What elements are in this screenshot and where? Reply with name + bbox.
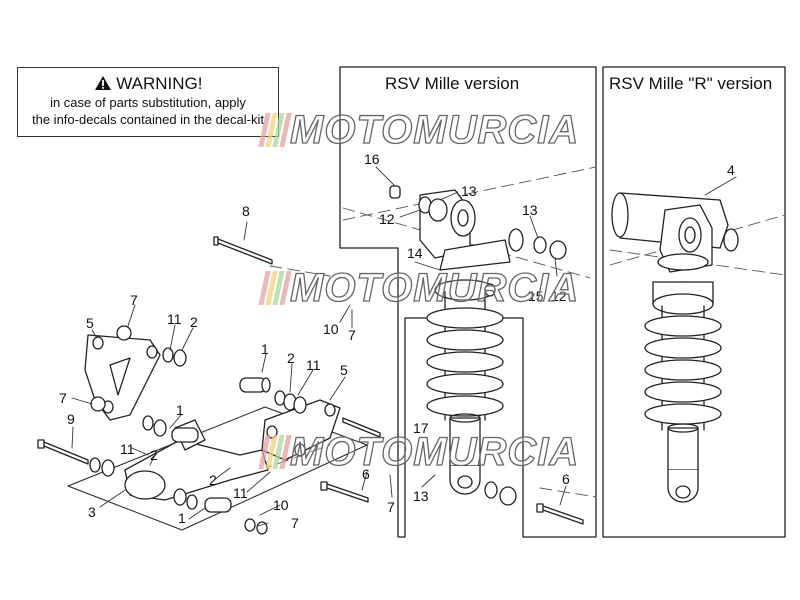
callout-label: 11: [306, 357, 321, 373]
callout-label: 10: [273, 497, 289, 513]
watermark-stripes: [258, 113, 292, 147]
warning-triangle-icon: [94, 76, 111, 90]
callout-label: 13: [522, 202, 538, 218]
callout-label: 1: [176, 402, 184, 418]
callout-label: 13: [461, 183, 477, 199]
callout-label: 6: [362, 466, 370, 482]
callout-label: 16: [364, 151, 380, 167]
callout-label: 12: [551, 288, 567, 304]
callout-label: 4: [727, 162, 735, 178]
motomurcia-watermark: MOTOMURCIA: [258, 108, 580, 152]
callout-label: 3: [88, 504, 96, 520]
warning-title-row: WARNING!: [18, 74, 278, 94]
warning-box: WARNING! in case of parts substitution, …: [17, 67, 279, 137]
callout-label: 7: [130, 292, 138, 308]
rsv-mille-panel-outline: [339, 66, 597, 538]
callout-label: 6: [562, 471, 570, 487]
watermark-stripes: [258, 271, 292, 305]
watermark-text: MOTOMURCIA: [289, 430, 580, 474]
callout-leader-lines: [71, 166, 737, 527]
rsv-mille-version-title: RSV Mille version: [385, 74, 520, 93]
callout-label: 7: [291, 515, 299, 531]
callout-label: 7: [348, 327, 356, 343]
callout-label: 11: [120, 441, 135, 457]
callout-label: 5: [86, 315, 94, 331]
callout-label: 1: [261, 341, 269, 357]
callout-label: 11: [233, 485, 248, 501]
watermark-text: MOTOMURCIA: [289, 266, 580, 310]
callout-label: 10: [323, 321, 339, 337]
callout-label: 7: [387, 499, 395, 515]
callout-label: 2: [150, 447, 158, 463]
callout-label: 8: [242, 203, 250, 219]
watermark-stripes: [258, 435, 292, 469]
shock-top-hardware: [389, 185, 567, 506]
callout-label: 17: [413, 420, 429, 436]
warning-title: WARNING!: [116, 74, 203, 93]
callout-label: 12: [379, 211, 395, 227]
callout-label: 15: [528, 288, 544, 304]
callout-label: 7: [59, 390, 67, 406]
warning-line-2: the info-decals contained in the decal-k…: [32, 112, 264, 127]
callout-label: 2: [190, 314, 198, 330]
callout-label: 5: [340, 362, 348, 378]
motomurcia-watermark: MOTOMURCIA: [258, 430, 580, 474]
callout-label: 2: [209, 472, 217, 488]
rsv-mille-r-panel-outline: [602, 66, 786, 538]
callout-label: 2: [287, 350, 295, 366]
watermark-text: MOTOMURCIA: [289, 108, 580, 152]
callout-label: 13: [413, 488, 429, 504]
bushings-and-bearings: [89, 325, 307, 535]
callout-label: 11: [167, 311, 182, 327]
callout-label: 1: [178, 510, 186, 526]
shock-absorber-rsv-mille: [419, 189, 524, 495]
callout-label: 9: [67, 411, 75, 427]
callout-label: 14: [407, 245, 423, 261]
rsv-mille-r-version-title: RSV Mille "R" version: [609, 74, 773, 93]
motomurcia-watermark: MOTOMURCIA: [258, 266, 580, 310]
bolts: [37, 236, 584, 525]
shock-absorber-rsv-mille-r: [611, 192, 739, 503]
warning-line-1: in case of parts substitution, apply: [50, 95, 246, 110]
